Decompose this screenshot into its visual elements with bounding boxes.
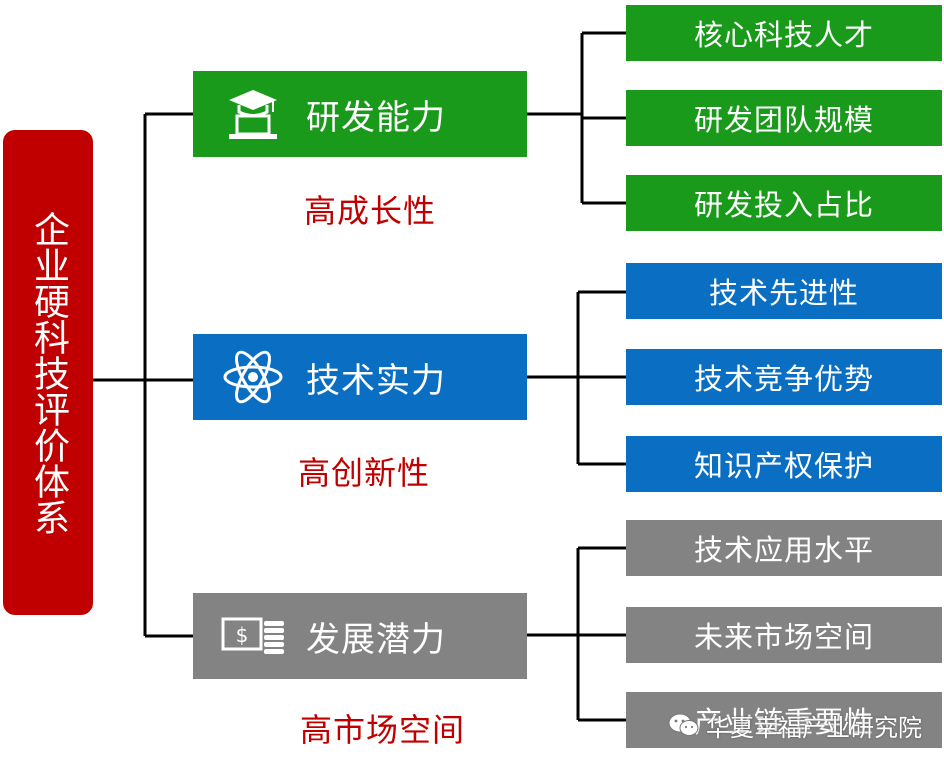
root-node: 企业硬科技评价体系: [3, 130, 93, 615]
leaf-item: 技术应用水平: [626, 520, 942, 576]
atom-icon: [218, 347, 288, 407]
wechat-icon: [668, 713, 699, 736]
money-coins-icon: $: [218, 611, 288, 661]
leaf-item: 研发投入占比: [626, 175, 942, 231]
watermark: 华夏幸福产业研究院: [668, 708, 922, 742]
leaf-item: 核心科技人才: [626, 5, 942, 61]
svg-text:$: $: [236, 623, 249, 647]
category-label: 研发能力: [306, 97, 446, 138]
leaf-item: 知识产权保护: [626, 436, 942, 492]
leaf-item: 技术先进性: [626, 263, 942, 319]
leaf-item: 产业链重要性: [626, 692, 942, 748]
category-subtitle: 高市场空间: [300, 711, 466, 749]
leaf-item: 未来市场空间: [626, 607, 942, 663]
category-label: 技术实力: [306, 360, 446, 401]
category-growth-potential: $ 发展潜力: [193, 593, 527, 679]
category-rd-capability: 研发能力: [193, 71, 527, 157]
watermark-text: 华夏幸福产业研究院: [706, 713, 922, 742]
root-label: 企业硬科技评价体系: [28, 210, 69, 535]
category-label: 发展潜力: [306, 619, 446, 660]
leaf-item: 技术竞争优势: [626, 349, 942, 405]
category-subtitle: 高成长性: [304, 192, 437, 230]
category-subtitle: 高创新性: [298, 454, 431, 492]
category-tech-strength: 技术实力: [193, 334, 527, 420]
leaf-item: 研发团队规模: [626, 90, 942, 146]
graduation-laptop-icon: [218, 84, 288, 144]
